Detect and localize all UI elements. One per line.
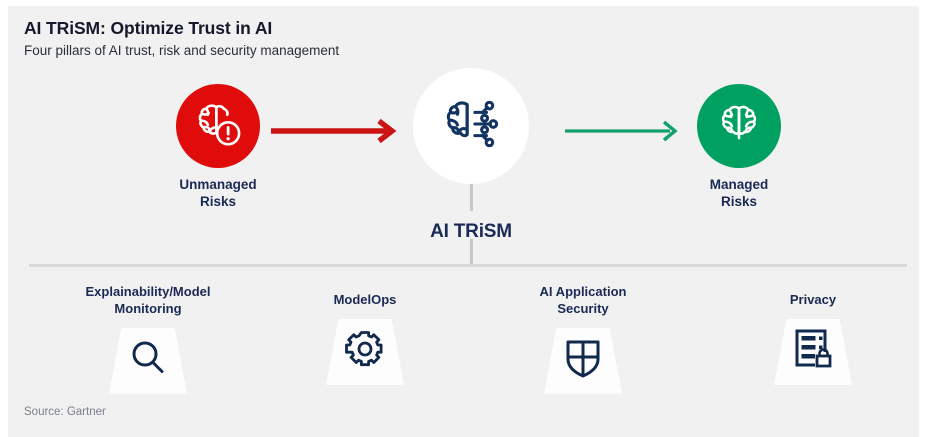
ai-trism-label: AI TRiSM bbox=[430, 221, 512, 242]
brain-icon bbox=[714, 99, 764, 154]
flow-node-ai-trism: AI TRiSM bbox=[406, 68, 536, 244]
managed-risks-circle bbox=[697, 84, 781, 168]
pillar-modelops: ModelOps bbox=[285, 292, 445, 385]
brain-alert-icon bbox=[191, 97, 245, 156]
unmanaged-risks-circle bbox=[176, 84, 260, 168]
pillar-shape bbox=[109, 327, 187, 394]
page-subtitle: Four pillars of AI trust, risk and secur… bbox=[24, 43, 340, 58]
section-divider bbox=[29, 264, 907, 267]
pillar-shape bbox=[544, 327, 622, 394]
pillar-privacy: Privacy bbox=[723, 292, 903, 385]
pillar-label: ModelOps bbox=[333, 292, 397, 307]
connector-line-top bbox=[470, 184, 473, 211]
document-lock-icon bbox=[793, 328, 833, 375]
pillar-shape bbox=[326, 318, 404, 385]
brain-circuit-icon bbox=[440, 93, 502, 160]
flow-node-managed-risks: Managed Risks bbox=[666, 84, 812, 211]
source-caption: Source: Gartner bbox=[24, 406, 106, 418]
managed-risks-label: Managed Risks bbox=[709, 177, 769, 209]
gear-icon bbox=[345, 329, 385, 374]
infographic-card: AI TRiSM: Optimize Trust in AI Four pill… bbox=[8, 6, 919, 437]
pillar-ai-application-security: AI Application Security bbox=[488, 284, 678, 394]
pillar-shape bbox=[774, 318, 852, 385]
unmanaged-risks-label: Unmanaged Risks bbox=[179, 177, 257, 209]
pillar-label: Privacy bbox=[789, 292, 837, 307]
shield-icon bbox=[564, 337, 602, 384]
pillar-label: Explainability/Model Monitoring bbox=[85, 284, 211, 316]
page-title: AI TRiSM: Optimize Trust in AI bbox=[24, 18, 273, 38]
flow-node-unmanaged-risks: Unmanaged Risks bbox=[145, 84, 291, 211]
magnifier-icon bbox=[128, 338, 168, 383]
pillar-label: AI Application Security bbox=[539, 284, 627, 316]
connector-line-bottom bbox=[470, 239, 473, 265]
arrow-right-icon-red bbox=[270, 118, 398, 149]
ai-trism-circle bbox=[413, 68, 529, 184]
arrow-right-icon-green bbox=[564, 119, 682, 148]
pillar-explainability-model-monitoring: Explainability/Model Monitoring bbox=[48, 284, 248, 394]
